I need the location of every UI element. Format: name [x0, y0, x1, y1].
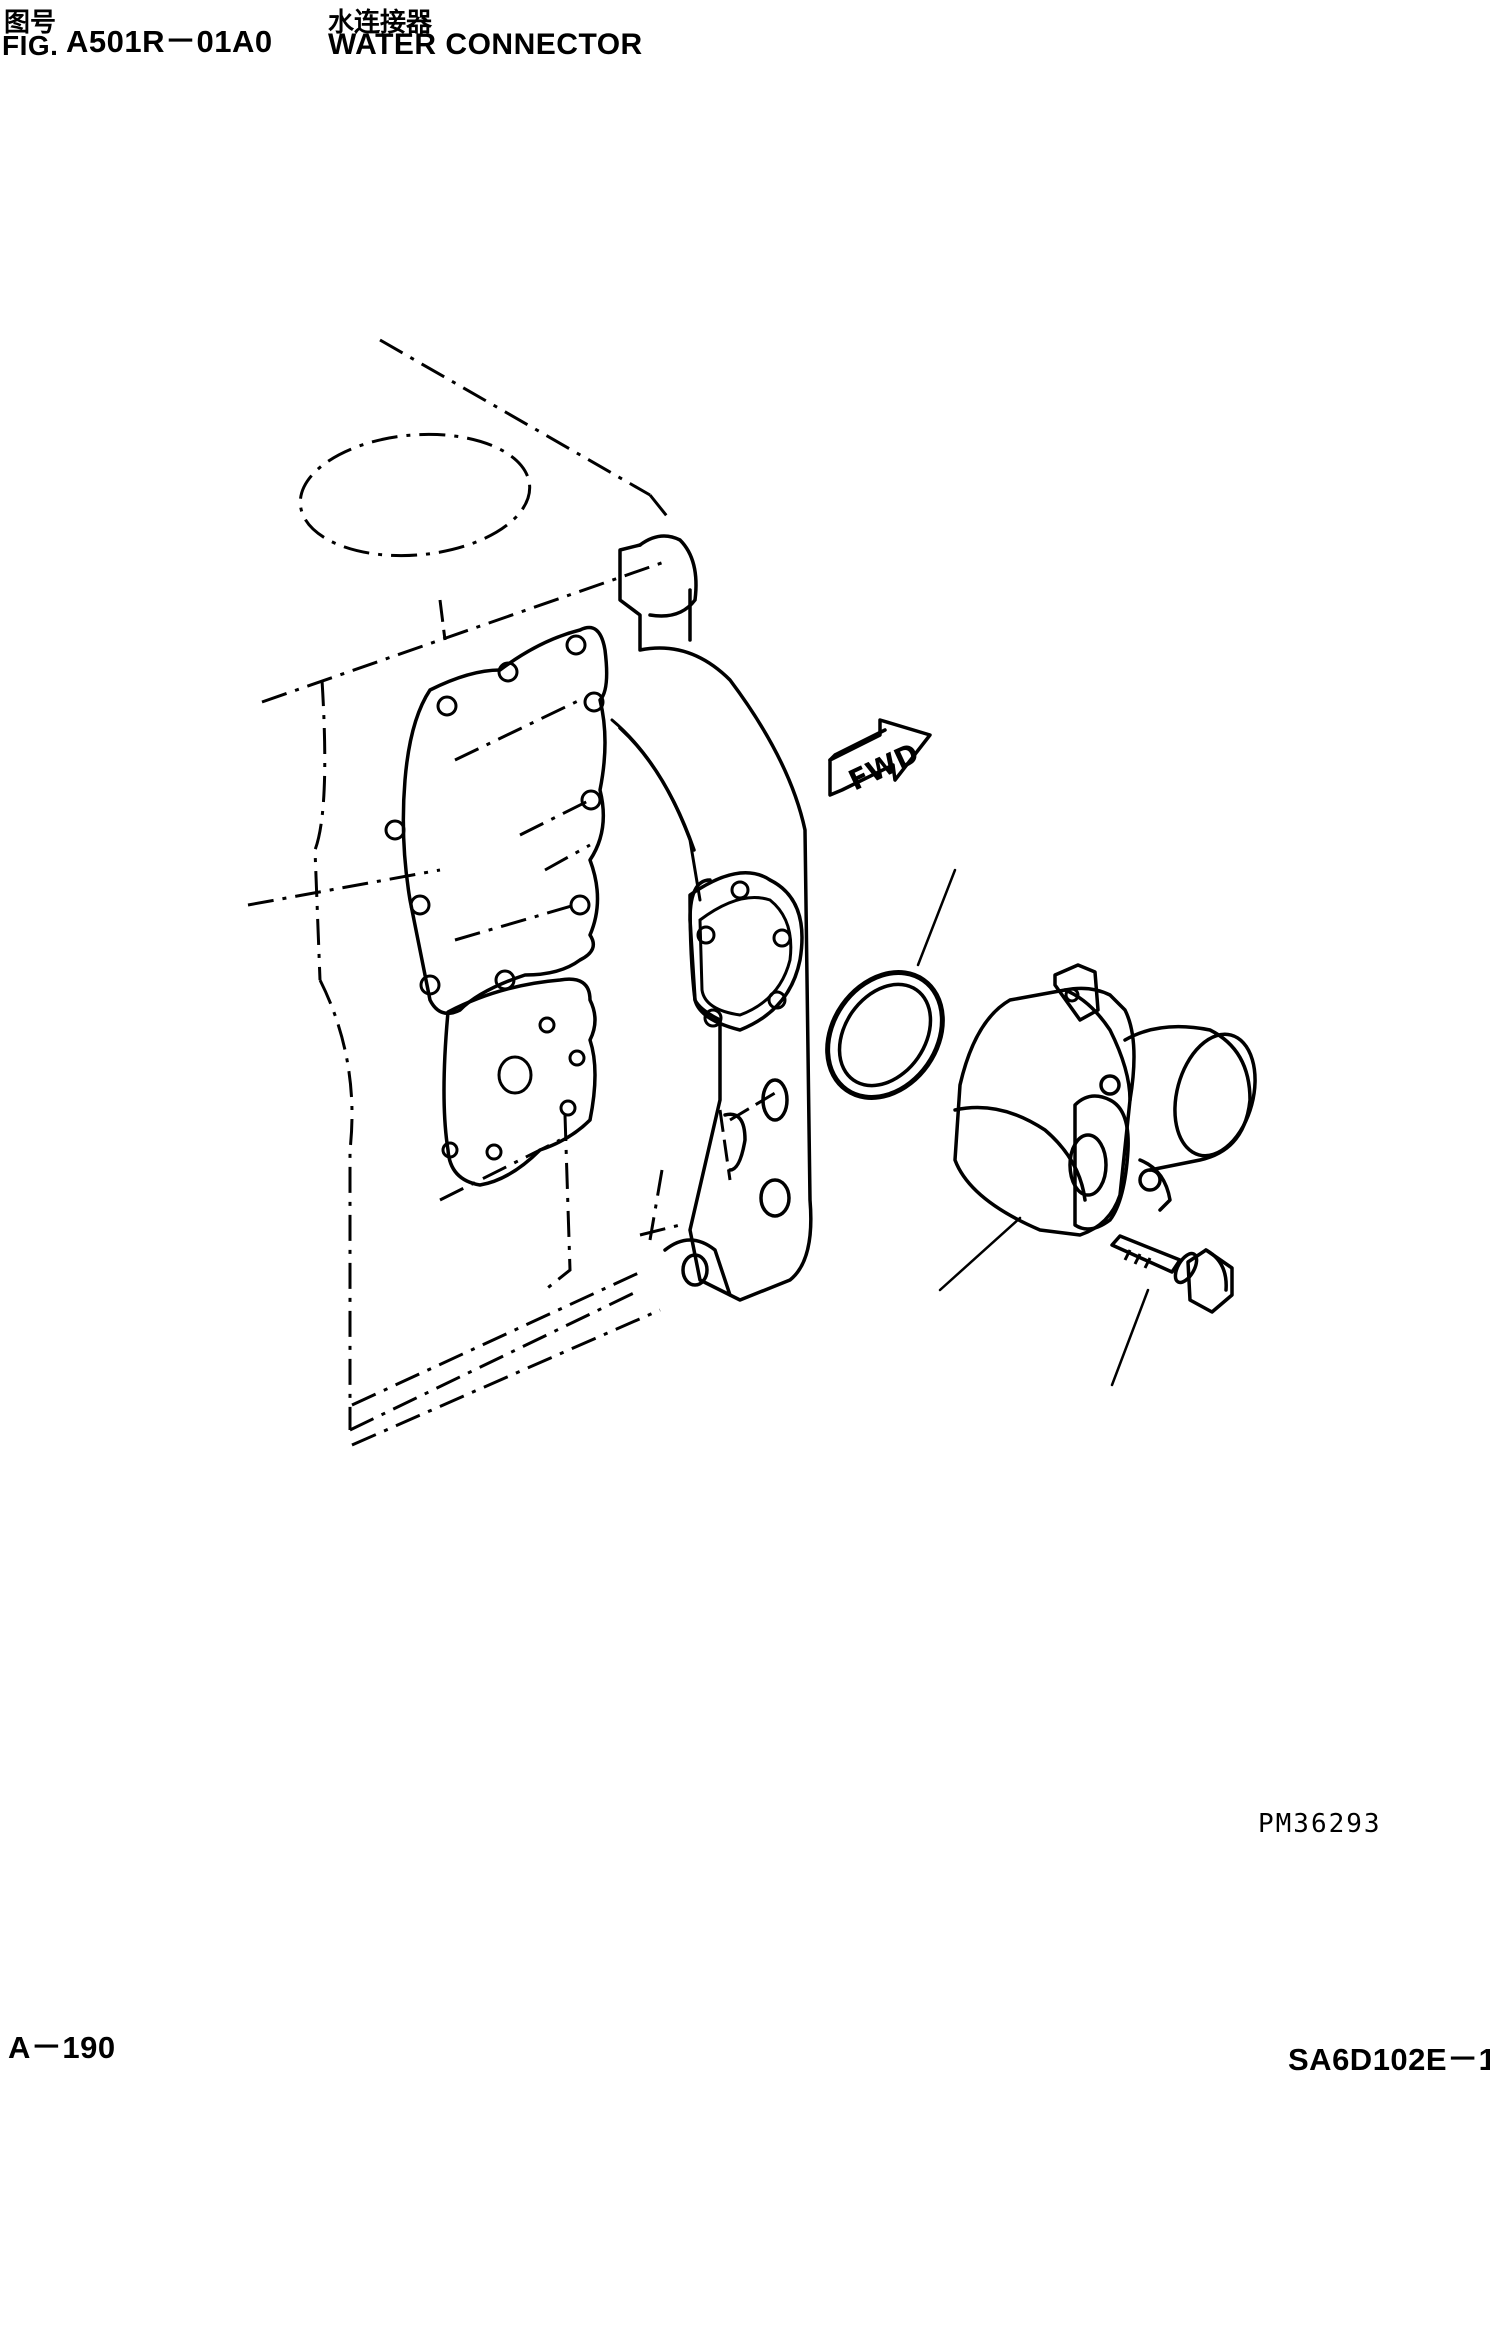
model-code: SA6D102E－1 — [1288, 2042, 1490, 2077]
bolt — [1110, 1234, 1234, 1387]
fig-label-cn: 图号 — [4, 8, 57, 38]
drawing-number: PM36293 — [1258, 1809, 1382, 1839]
fwd-arrow-icon: FWD — [828, 718, 932, 797]
title-cn: 水连接器 — [328, 8, 433, 38]
page-number: A－190 — [8, 2030, 116, 2065]
fig-number: A501R－01A0 — [66, 24, 273, 59]
timing-case — [618, 534, 813, 1302]
water-connector — [938, 963, 1257, 1292]
o-ring — [825, 868, 957, 1100]
title-en: WATER CONNECTOR — [328, 28, 643, 61]
front-cover-gasket — [384, 625, 609, 1187]
fig-label-en: FIG. — [2, 30, 59, 61]
engine-block-outline — [247, 338, 781, 1447]
